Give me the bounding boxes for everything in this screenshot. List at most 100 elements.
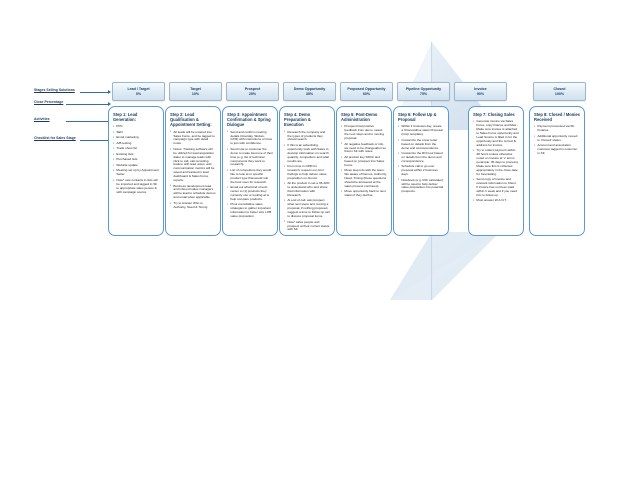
stage-header-demo-opportunity[interactable]: Demo Opportunity 35%: [283, 82, 336, 101]
arrow-close-percentage: [66, 102, 111, 107]
stage-percent: 0%: [135, 91, 142, 96]
bullet-item: All product key SFDC and based on prospe…: [341, 155, 387, 168]
card-title: Step 4: Demo Preparation & Execution: [284, 112, 311, 128]
step-card-8[interactable]: Step 8: Closed / Monies Received Payment…: [529, 106, 585, 236]
stage-header-target[interactable]: Target 10%: [169, 82, 222, 101]
bullet-item: Note* new contacts in lists will be impo…: [113, 178, 159, 195]
bullet-item: Additional opportunity moved to 'Closed'…: [534, 134, 580, 143]
stage-name: Pipeline Opportunity: [405, 86, 442, 91]
bullet-item: Trade show list: [113, 147, 159, 152]
bullet-item: Pivot consultative sales strategies to g…: [227, 202, 273, 219]
stage-header-closed[interactable]: Closed 100%: [533, 82, 586, 101]
bullet-item: Account and association customer tagged …: [534, 143, 580, 156]
left-label-column: Stages Selling Solutions Close Percentag…: [34, 88, 112, 147]
card-bullets: Prospect had positive feedback from demo…: [341, 125, 387, 198]
bullet-item: At end of call, ask prospect what next s…: [284, 199, 330, 219]
card-bullets: Payment processed via SF Finance. Additi…: [534, 125, 580, 156]
bullet-item: List of competitors they would like to l…: [227, 168, 273, 185]
card-title: Step 6: Follow Up & Proposal: [398, 112, 437, 123]
bullet-item: Meeting set up by Appointment Setter: [113, 169, 159, 177]
step-card-2[interactable]: Step 2: Lead Qualification & Appointment…: [165, 106, 221, 236]
bullet-item: Payment processed via SF Finance.: [534, 125, 580, 133]
bullet-item: Try to Answer Who is, Authority, Need & …: [170, 201, 216, 210]
bullet-item: All leads will be entered into Sales For…: [170, 130, 216, 147]
bullet-item: Customize the cover letter based on deta…: [398, 138, 444, 151]
bullet-item: SEO: [113, 130, 159, 135]
stage-name: Target: [190, 86, 201, 91]
card-bullets: Send and confirm meeting details (time/d…: [227, 130, 273, 219]
card-bullets: Within 1 business day, create a Chorus/d…: [398, 125, 444, 194]
bullet-item: Purchased lists: [113, 158, 159, 163]
stage-percent: 90%: [476, 91, 485, 96]
label-row-activities: Activities: [34, 113, 112, 131]
step-card-3[interactable]: Step 3: Appointment Confirmation & Sprin…: [222, 106, 278, 236]
stage-percent: 75%: [419, 91, 428, 96]
bullet-item: Send and confirm meeting details (time/d…: [227, 130, 273, 147]
bullet-item: Existing lists: [113, 152, 159, 157]
label-close-percentage: Close Percentage: [34, 100, 64, 104]
card-title: Step 5: Post-Demo Administration: [341, 112, 378, 123]
card-title: Step 3: Appointment Confirmation & Sprin…: [227, 112, 271, 128]
stage-header-prospect[interactable]: Prospect 25%: [226, 82, 279, 101]
bullet-item: Within 1 business day, create a Chorus/d…: [398, 125, 444, 137]
stage-header-lead-target[interactable]: Lead / Target 0%: [112, 82, 165, 101]
arrow-activities: [66, 119, 111, 124]
bullet-item: A/B testing: [113, 141, 159, 146]
bullet-item: Move step info with the team. We aware o…: [341, 168, 387, 189]
bullet-item: Send copy of invoice and relevant inform…: [473, 177, 519, 198]
bullet-item: All the product in set a 35-40% to under…: [284, 181, 330, 198]
bullet-item: Note* sales people and prospect at their…: [284, 220, 330, 233]
stage-header-invoice[interactable]: Invoice 90%: [454, 82, 507, 101]
bullet-item: If this is an advertising opportunity wo…: [284, 143, 330, 164]
stage-name: Prospect: [244, 86, 261, 91]
bullet-item: From time in CRM for research, request o…: [284, 164, 330, 181]
label-stages-selling-solutions: Stages Selling Solutions: [34, 88, 75, 92]
step-card-4[interactable]: Step 4: Demo Preparation & Execution Res…: [279, 106, 335, 236]
stage-header-proposed-opportunity[interactable]: Proposed Opportunity 60%: [340, 82, 393, 101]
bullet-item: Must answer W.A.N.T.: [473, 198, 519, 203]
arrow-stages: [80, 90, 111, 95]
bullet-item: Business development lead and inbound sa…: [170, 184, 216, 201]
label-checklist-for-sales-stage: Checklist for Sales Stage: [34, 136, 76, 140]
stage-header-pipeline-opportunity[interactable]: Pipeline Opportunity 75%: [397, 82, 450, 101]
card-bullets: All leads will be entered into Sales For…: [170, 130, 216, 210]
stage-percent: 10%: [191, 91, 200, 96]
card-bullets: Research the company and the types of pr…: [284, 130, 330, 233]
card-title: Step 7: Closing Sales: [473, 112, 515, 117]
step-card-7[interactable]: Step 7: Closing Sales Generate invoice v…: [468, 106, 524, 236]
card-bullets: PPC SEO Email marketing A/B testing Trad…: [113, 125, 159, 194]
bullet-item: Schedule call to go over proposal within…: [398, 164, 444, 177]
bullet-item: PPC: [113, 125, 159, 130]
card-title: Step 2: Lead Qualification & Appointment…: [170, 112, 212, 128]
bullet-item: Try to collect payment within 48 hours u…: [473, 148, 519, 176]
stage-name: Proposed Opportunity: [347, 86, 386, 91]
card-title: Step 1: Lead Generation:: [113, 112, 138, 123]
stage-percent: 35%: [305, 91, 314, 96]
label-row-checklist: Checklist for Sales Stage: [34, 131, 112, 147]
step-card-1[interactable]: Step 1: Lead Generation: PPC SEO Email m…: [108, 106, 164, 236]
stage-name: Demo Opportunity: [293, 86, 326, 91]
label-row-stages: Stages Selling Solutions: [34, 88, 112, 100]
stage-name: Closed: [553, 86, 566, 91]
label-activities: Activities: [34, 117, 50, 121]
bullet-item: Notes: Tracking software will be utilize…: [170, 147, 216, 183]
bullet-item: Move opportunity back to next status if …: [341, 189, 387, 198]
card-bullets: Generate invoice via Sales Force, copy f…: [473, 119, 519, 203]
label-row-close-percentage: Close Percentage: [34, 100, 112, 113]
stage-percent: 25%: [248, 91, 257, 96]
bullet-item: Send note to customer the demo to make b…: [227, 147, 273, 168]
step-card-6[interactable]: Step 6: Follow Up & Proposal Within 1 bu…: [393, 106, 449, 236]
bullet-item: Prospect had positive feedback from demo…: [341, 125, 387, 141]
bullet-item: Generate invoice via Sales Force, copy f…: [473, 119, 519, 147]
arrow-checklist: [80, 138, 111, 143]
stage-name: Lead / Target: [127, 86, 150, 91]
bullet-item: Email marketing: [113, 136, 159, 141]
step-card-5[interactable]: Step 5: Post-Demo Administration Prospec…: [336, 106, 392, 236]
bullet-item: Website update: [113, 163, 159, 168]
bullet-item: Email out what kind of tech center to (1…: [227, 185, 273, 202]
bullet-item: All negative feedback or info, we need t…: [341, 142, 387, 155]
bullet-item: Customize the ROI tool based on details …: [398, 151, 444, 164]
bullet-item: Notebook (e.g. ROI calculator) will be u…: [398, 178, 444, 195]
